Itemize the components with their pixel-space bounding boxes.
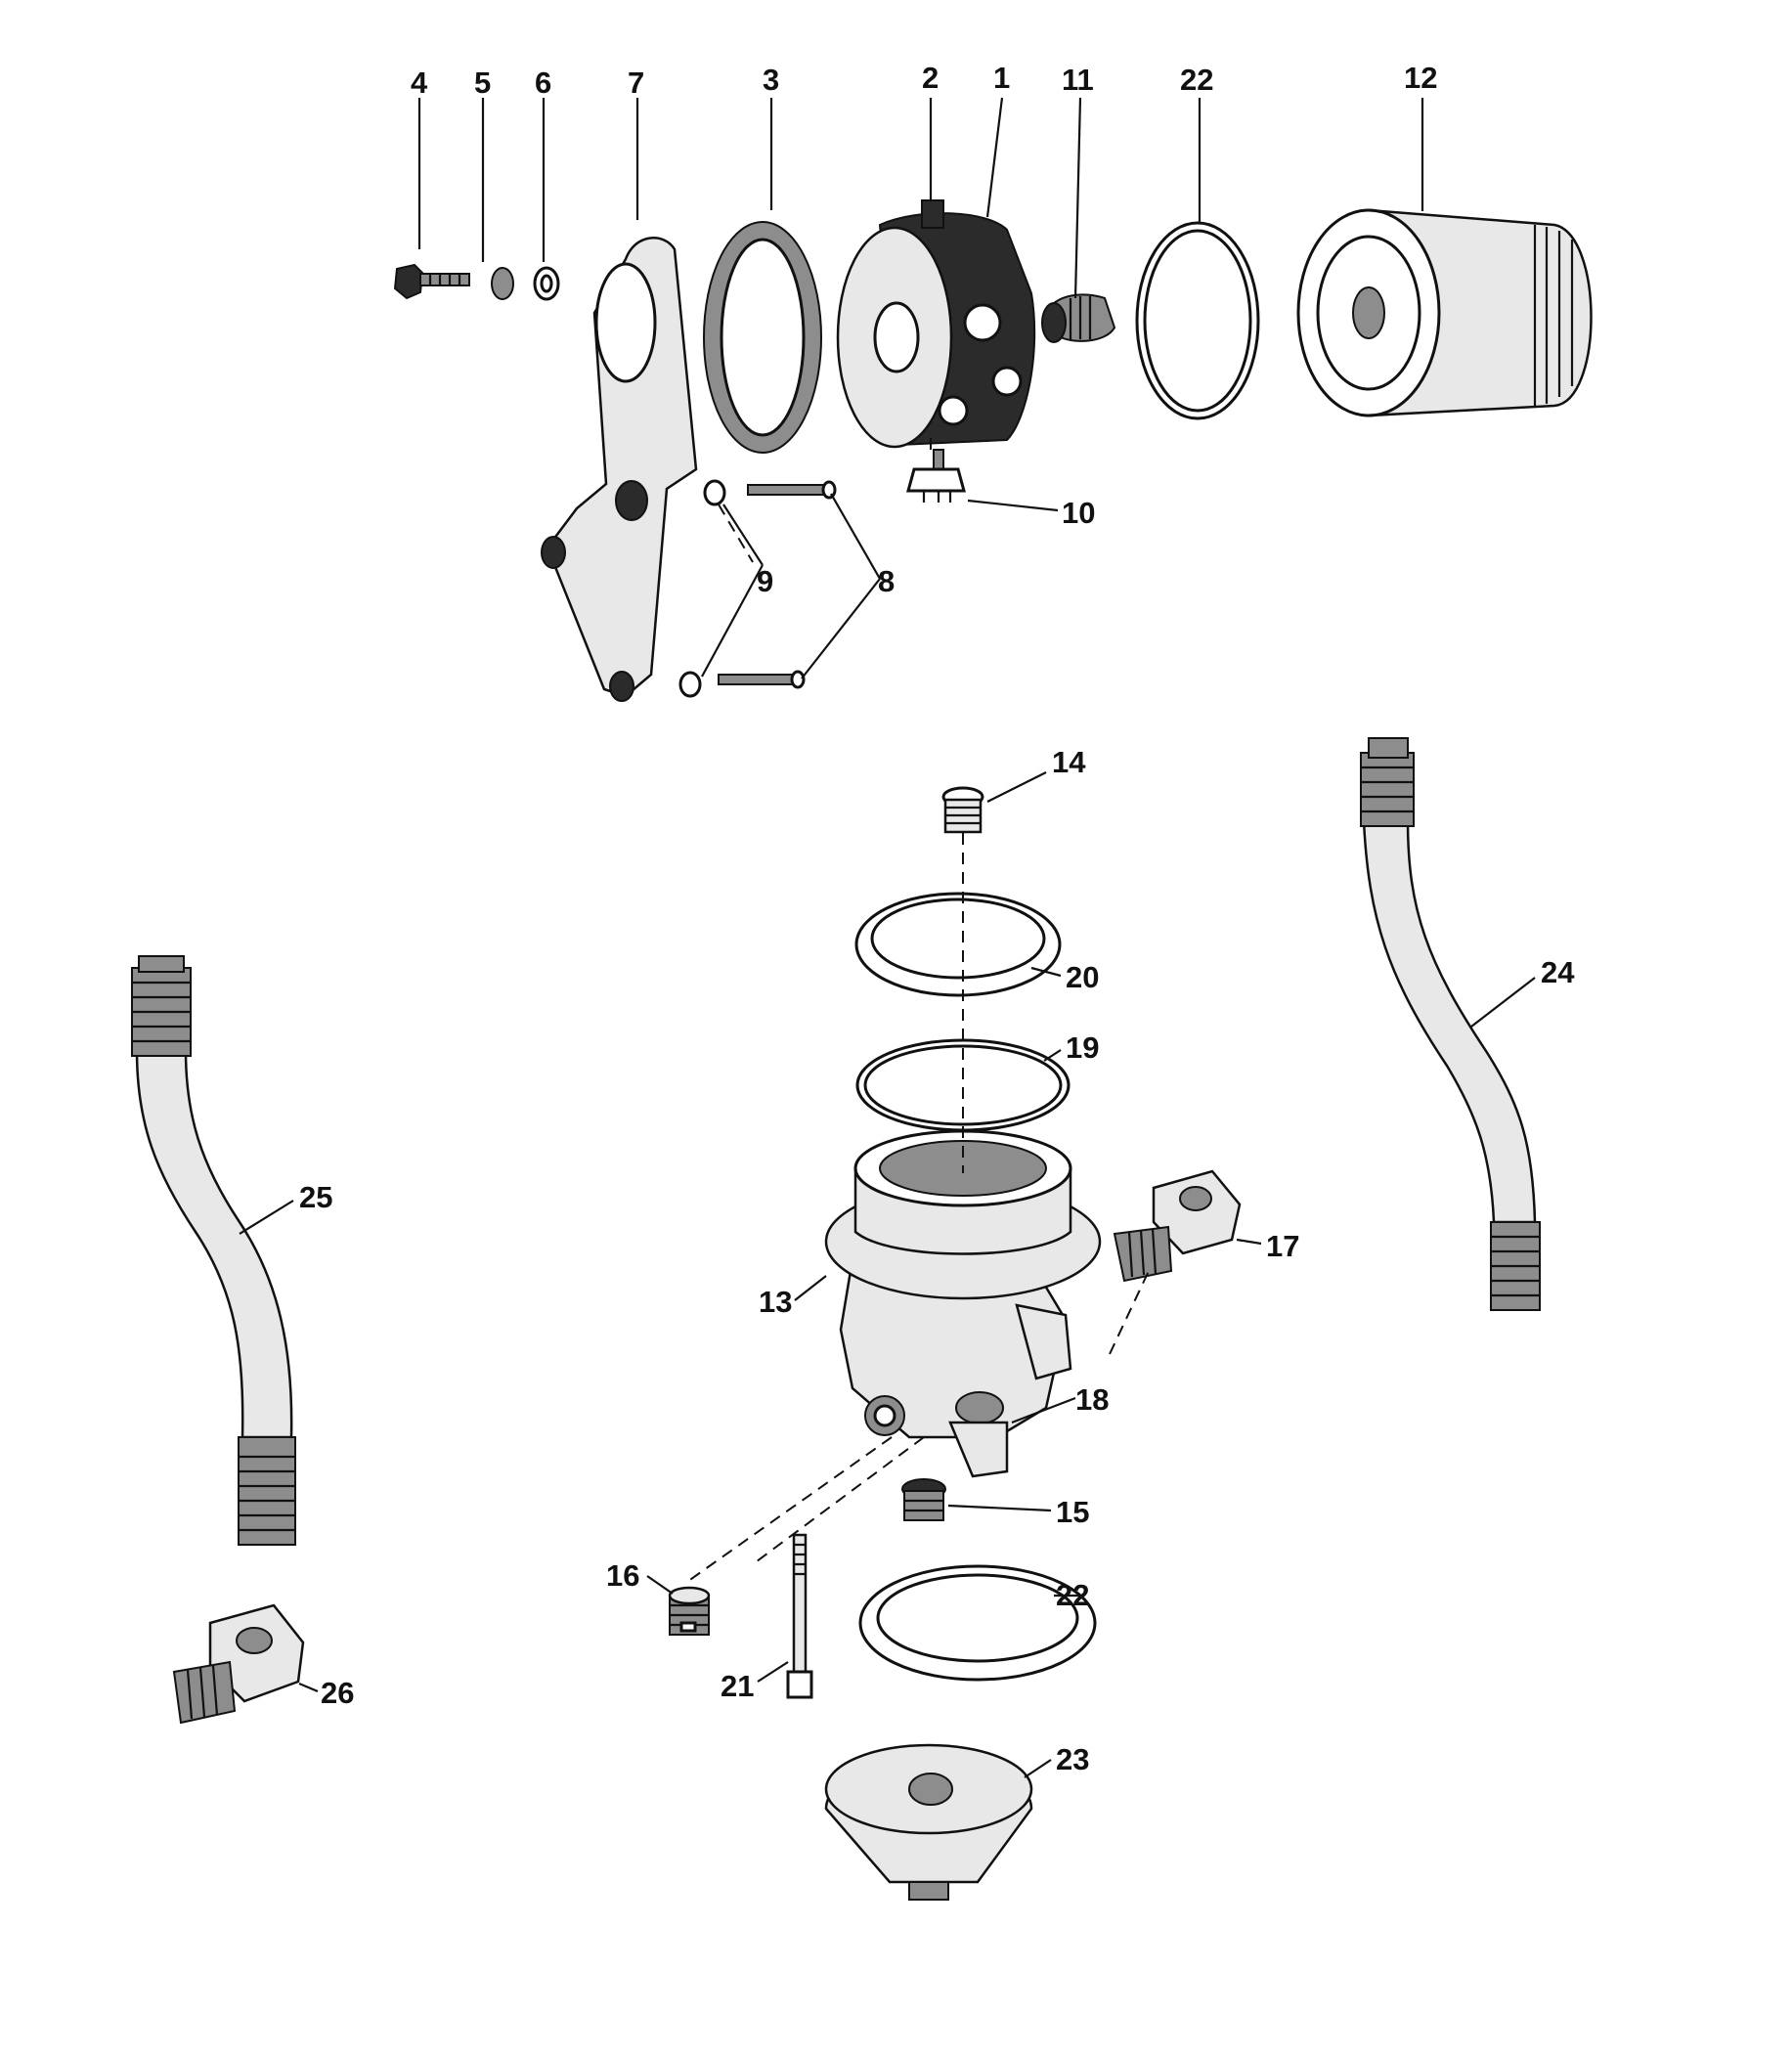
callout-25: 25 bbox=[299, 1180, 332, 1214]
part-7-bracket bbox=[541, 237, 698, 702]
part-22-seal-ring-bottom bbox=[858, 1564, 1097, 1682]
part-26-elbow-fitting bbox=[172, 1603, 305, 1725]
part-13-filter-base bbox=[824, 1129, 1102, 1478]
part-15-plug bbox=[901, 1478, 946, 1521]
part-11-fitting bbox=[1041, 293, 1116, 343]
callout-3: 3 bbox=[763, 63, 779, 97]
part-22-seal-ring-top bbox=[1135, 221, 1260, 420]
callout-11: 11 bbox=[1062, 63, 1094, 97]
callout-6: 6 bbox=[535, 66, 551, 100]
callout-19: 19 bbox=[1066, 1030, 1099, 1065]
part-21-bolt bbox=[786, 1533, 813, 1699]
callout-21: 21 bbox=[721, 1669, 754, 1703]
part-25-hose bbox=[131, 955, 296, 1546]
leader-lines bbox=[239, 97, 1536, 1778]
part-14-plug bbox=[941, 786, 984, 834]
part-2-fitting bbox=[921, 199, 944, 229]
callout-7: 7 bbox=[628, 66, 644, 100]
part-4-bolt bbox=[393, 263, 470, 300]
part-9-washer-lower bbox=[678, 671, 702, 698]
callout-16: 16 bbox=[606, 1558, 639, 1593]
callout-22-bottom: 22 bbox=[1056, 1578, 1089, 1612]
callout-15: 15 bbox=[1056, 1495, 1089, 1529]
alignment-lines bbox=[683, 430, 1150, 1585]
part-3-gasket bbox=[703, 221, 822, 454]
callout-17: 17 bbox=[1266, 1229, 1299, 1263]
callout-18: 18 bbox=[1075, 1382, 1109, 1417]
callout-2: 2 bbox=[922, 61, 939, 95]
part-23-cap bbox=[824, 1743, 1033, 1901]
callout-10: 10 bbox=[1062, 496, 1095, 530]
callout-8: 8 bbox=[878, 564, 895, 598]
callout-4: 4 bbox=[411, 66, 428, 100]
part-16-plug bbox=[668, 1586, 711, 1636]
callout-numbers: 4 5 6 7 3 2 1 11 22 12 10 9 8 14 20 19 1… bbox=[299, 61, 1575, 1776]
callout-20: 20 bbox=[1066, 960, 1099, 994]
part-1-adapter bbox=[836, 199, 1036, 449]
callout-13: 13 bbox=[759, 1285, 792, 1319]
part-20-seal-ring bbox=[854, 892, 1062, 997]
callout-9: 9 bbox=[757, 564, 773, 598]
part-5-lock-washer bbox=[491, 267, 514, 300]
callout-23: 23 bbox=[1056, 1742, 1089, 1776]
part-17-elbow-fitting bbox=[1113, 1169, 1242, 1283]
part-8-bolts bbox=[718, 480, 837, 689]
callout-26: 26 bbox=[321, 1676, 354, 1710]
callout-22-top: 22 bbox=[1180, 63, 1213, 97]
part-9-washer-upper bbox=[703, 479, 726, 506]
part-6-washer bbox=[533, 266, 560, 301]
part-19-o-ring bbox=[855, 1038, 1071, 1132]
part-10-sender bbox=[906, 449, 966, 503]
part-24-hose bbox=[1360, 737, 1541, 1311]
part-12-oil-filter bbox=[1296, 208, 1593, 417]
callout-12: 12 bbox=[1404, 61, 1437, 95]
callout-1: 1 bbox=[993, 61, 1010, 95]
callout-24: 24 bbox=[1541, 955, 1575, 989]
callout-14: 14 bbox=[1052, 745, 1086, 779]
callout-5: 5 bbox=[474, 66, 491, 100]
